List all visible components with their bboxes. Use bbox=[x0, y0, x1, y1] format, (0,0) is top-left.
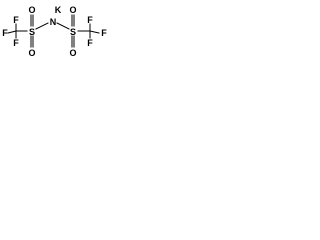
atom-fluorine-left-top: F bbox=[13, 15, 19, 25]
bond-lines bbox=[7, 14, 100, 48]
atom-fluorine-left-bottom: F bbox=[13, 38, 19, 48]
structural-formula: K N S S O O O O F F F F F F bbox=[2, 5, 107, 58]
atom-oxygen-right-bottom: O bbox=[69, 48, 76, 58]
atom-oxygen-left-bottom: O bbox=[28, 48, 35, 58]
bond-n-s2 bbox=[56, 22, 70, 30]
bond-s1-n bbox=[35, 22, 49, 30]
atom-fluorine-right-bottom: F bbox=[87, 38, 93, 48]
atom-sulfur-right: S bbox=[70, 27, 76, 37]
bond-c2-f-side bbox=[89, 30, 100, 34]
atom-oxygen-left-top: O bbox=[28, 5, 35, 15]
atom-oxygen-right-top: O bbox=[69, 5, 76, 15]
atom-fluorine-left-side: F bbox=[2, 28, 8, 38]
bond-c1-f-side bbox=[7, 30, 17, 34]
atom-labels: K N S S O O O O F F F F F F bbox=[2, 5, 107, 58]
atom-sulfur-left: S bbox=[29, 27, 35, 37]
atom-nitrogen: N bbox=[50, 17, 57, 27]
atom-potassium: K bbox=[55, 5, 62, 15]
atom-fluorine-right-top: F bbox=[87, 15, 93, 25]
atom-fluorine-right-side: F bbox=[101, 28, 107, 38]
